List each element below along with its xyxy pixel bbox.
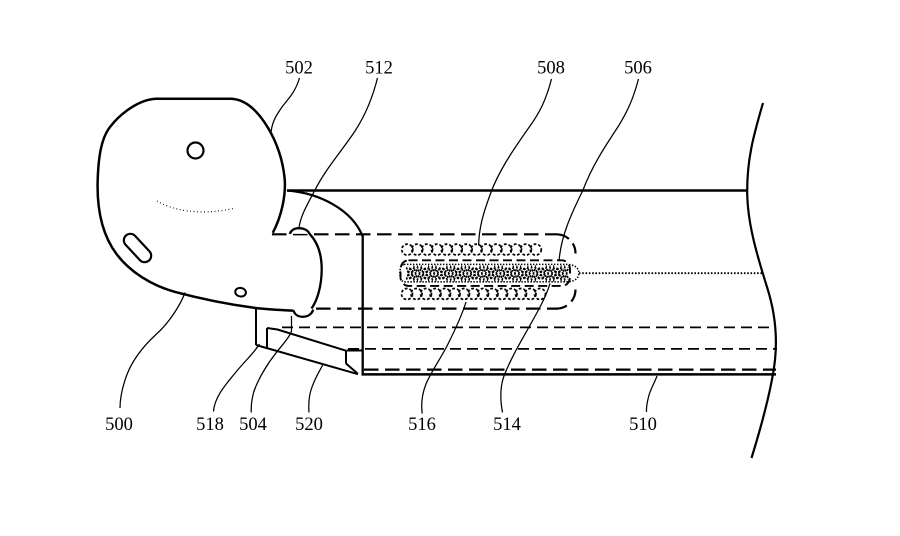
svg-text:514: 514 — [493, 415, 521, 435]
svg-text:516: 516 — [408, 415, 436, 435]
svg-text:500: 500 — [105, 415, 133, 435]
svg-text:510: 510 — [629, 415, 657, 435]
svg-text:506: 506 — [624, 59, 652, 79]
svg-text:518: 518 — [196, 415, 224, 435]
svg-text:504: 504 — [239, 415, 267, 435]
svg-text:520: 520 — [295, 415, 323, 435]
svg-text:502: 502 — [285, 59, 313, 79]
svg-text:508: 508 — [537, 59, 565, 79]
svg-text:512: 512 — [365, 59, 393, 79]
